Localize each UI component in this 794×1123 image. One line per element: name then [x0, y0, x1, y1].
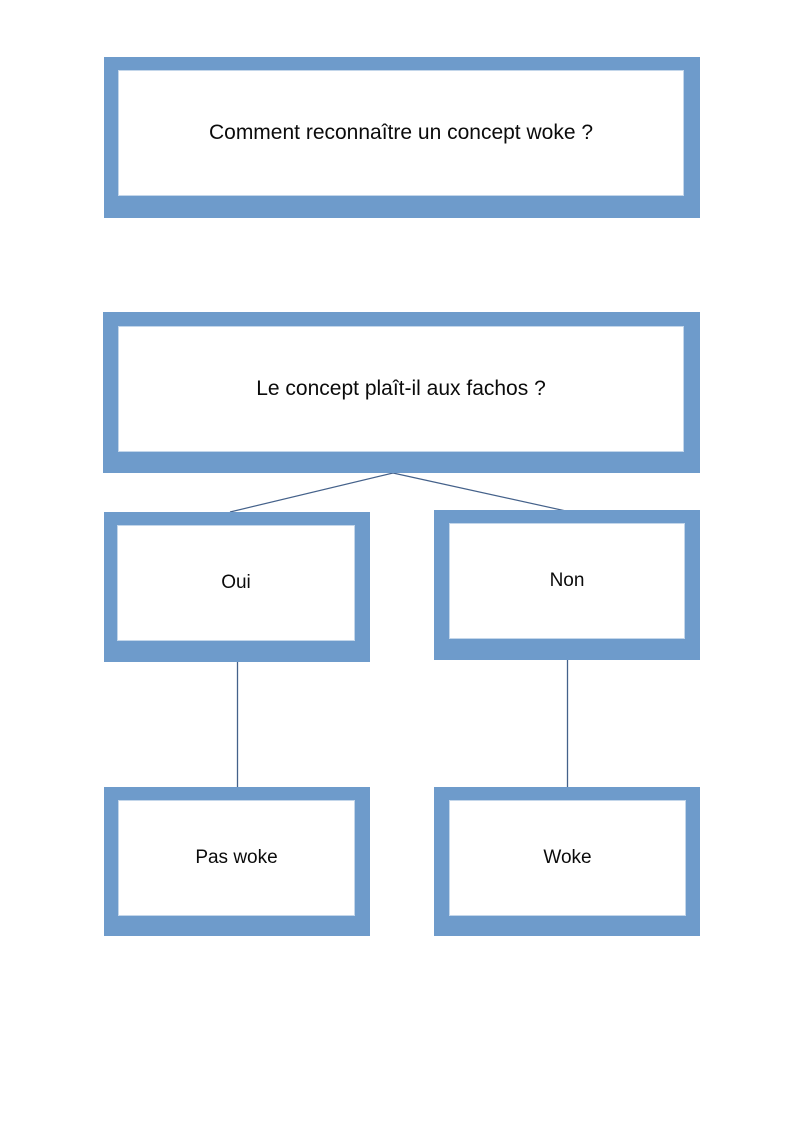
node-branch-no-label: Non [549, 569, 585, 591]
node-outcome-woke[interactable]: Woke [434, 787, 700, 936]
node-question-inner: Le concept plaît-il aux fachos ? [118, 326, 684, 452]
node-question-label: Le concept plaît-il aux fachos ? [256, 377, 546, 401]
connector-question-to-oui [229, 472, 394, 513]
node-branch-yes-label: Oui [221, 571, 251, 593]
node-branch-yes-inner: Oui [117, 525, 355, 641]
node-title-label: Comment reconnaître un concept woke ? [208, 121, 594, 145]
node-outcome-not-woke-label: Pas woke [195, 846, 278, 868]
node-title-inner: Comment reconnaître un concept woke ? [118, 70, 684, 196]
node-outcome-woke-inner: Woke [449, 800, 686, 916]
node-outcome-woke-label: Woke [543, 846, 592, 868]
node-branch-no[interactable]: Non [434, 510, 700, 660]
connector-question-to-non [392, 472, 567, 512]
node-branch-no-inner: Non [449, 523, 685, 639]
node-question[interactable]: Le concept plaît-il aux fachos ? [103, 312, 700, 473]
node-outcome-not-woke-inner: Pas woke [118, 800, 355, 916]
node-outcome-not-woke[interactable]: Pas woke [104, 787, 370, 936]
node-title[interactable]: Comment reconnaître un concept woke ? [104, 57, 700, 218]
node-branch-yes[interactable]: Oui [104, 512, 370, 662]
